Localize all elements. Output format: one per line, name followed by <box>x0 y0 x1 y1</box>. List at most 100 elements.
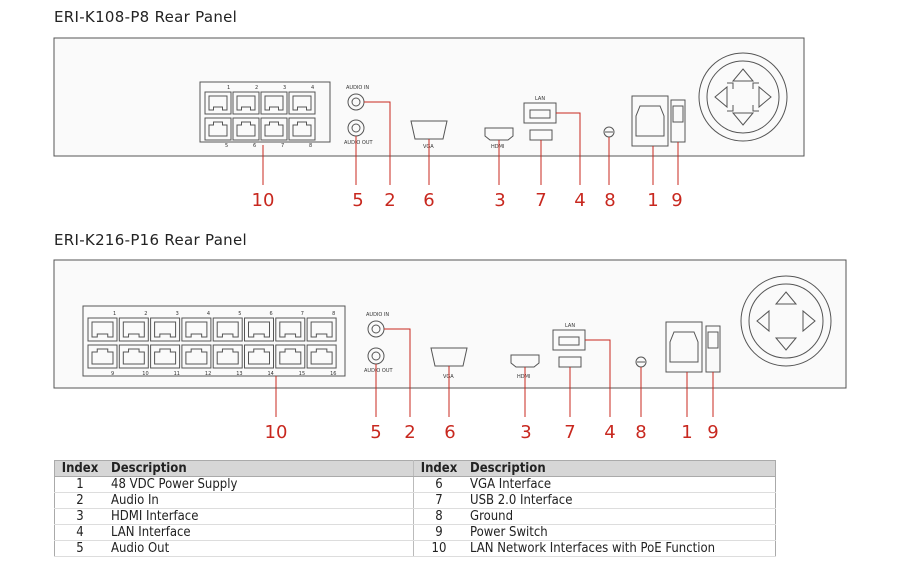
callout-3: 3 <box>494 190 506 211</box>
k216-rj45-port <box>212 344 243 369</box>
k216-rj45-port <box>87 317 118 342</box>
callout-6: 6 <box>423 190 435 211</box>
table-row: 2 Audio In 7 USB 2.0 Interface <box>54 492 776 509</box>
cell-index: 5 <box>54 540 105 557</box>
k108-rj45-port-number: 1 <box>227 85 230 91</box>
k216-rj45-port <box>244 317 274 342</box>
k108-rj45-port-number: 3 <box>283 85 286 91</box>
cell-index: 9 <box>413 524 464 541</box>
rear-panel-diagram: AUDIO IN AUDIO OUT VGA HDMI LAN AUDIO IN… <box>53 37 847 417</box>
cell-description: Audio Out <box>105 540 414 557</box>
k216-rj45-port-number: 8 <box>332 311 335 317</box>
callout-7-p2: 7 <box>564 422 576 443</box>
k216-rj45-port <box>306 317 337 342</box>
table-row: 5 Audio Out 10 LAN Network Interfaces wi… <box>54 540 776 557</box>
callout-8: 8 <box>604 190 616 211</box>
k216-rj45-port <box>275 317 306 342</box>
k108-rj45-port <box>204 91 232 115</box>
table-header-row: Index Description Index Description <box>54 460 776 477</box>
callout-9: 9 <box>671 190 683 211</box>
k216-rj45-port <box>181 344 212 369</box>
panel-title-k216: ERI-K216-P16 Rear Panel <box>54 231 247 249</box>
hdmi-port-2 <box>510 354 540 368</box>
table-row: 4 LAN Interface 9 Power Switch <box>54 524 776 541</box>
callout-2-p2: 2 <box>404 422 416 443</box>
callout-4: 4 <box>574 190 586 211</box>
chassis-k108 <box>53 37 805 157</box>
cell-description: HDMI Interface <box>105 508 414 525</box>
k216-rj45-port <box>212 317 243 342</box>
hdmi-label: HDMI <box>491 144 504 150</box>
panel-title-k108: ERI-K108-P8 Rear Panel <box>54 8 238 26</box>
k216-rj45-port <box>306 344 337 369</box>
callout-1-p2: 1 <box>681 422 693 443</box>
callout-10-p2: 10 <box>264 422 288 443</box>
k216-rj45-port <box>244 344 274 369</box>
callout-8-p2: 8 <box>635 422 647 443</box>
rj45-block-k216 <box>82 305 346 377</box>
k216-rj45-port-number: 7 <box>301 311 304 317</box>
cell-description: Audio In <box>105 492 414 509</box>
rj45-block-k108 <box>199 81 331 143</box>
callout-2: 2 <box>384 190 396 211</box>
header-index-1: Index <box>54 460 105 477</box>
interface-table: Index Description Index Description 1 48… <box>54 460 776 557</box>
callout-1: 1 <box>647 190 659 211</box>
k216-rj45-port <box>181 317 212 342</box>
k216-rj45-port-number: 16 <box>330 371 336 377</box>
cell-description: Ground <box>464 508 776 525</box>
chassis-k216 <box>53 259 847 389</box>
cell-description: LAN Interface <box>105 524 414 541</box>
header-description-1: Description <box>105 460 414 477</box>
cell-index: 10 <box>413 540 464 557</box>
k216-rj45-port-number: 5 <box>238 311 241 317</box>
callout-10: 10 <box>251 190 275 211</box>
k216-rj45-port-number: 10 <box>142 371 148 377</box>
k108-rj45-port-number: 7 <box>281 143 284 149</box>
callout-5: 5 <box>352 190 364 211</box>
callout-4-p2: 4 <box>604 422 616 443</box>
lan-label: LAN <box>535 96 545 102</box>
k216-rj45-port <box>118 317 149 342</box>
power-inlet <box>631 95 669 147</box>
k216-rj45-port-number: 12 <box>205 371 211 377</box>
hdmi-label-2: HDMI <box>517 374 530 380</box>
k216-rj45-port-number: 9 <box>111 371 114 377</box>
cell-description: LAN Network Interfaces with PoE Function <box>464 540 776 557</box>
table-row: 3 HDMI Interface 8 Ground <box>54 508 776 525</box>
cell-description: 48 VDC Power Supply <box>105 476 414 493</box>
k216-rj45-port-number: 1 <box>113 311 116 317</box>
table-row: 1 48 VDC Power Supply 6 VGA Interface <box>54 476 776 493</box>
callout-leaders <box>262 101 714 417</box>
k108-rj45-port <box>232 117 260 141</box>
k108-rj45-port-number: 8 <box>309 143 312 149</box>
k108-rj45-port <box>232 91 260 115</box>
cell-description: USB 2.0 Interface <box>464 492 776 509</box>
k108-rj45-port <box>260 91 288 115</box>
audio-in-label-2: AUDIO IN <box>366 312 389 318</box>
k216-rj45-port <box>118 344 149 369</box>
audio-out-label-2: AUDIO OUT <box>364 368 394 374</box>
cell-description: Power Switch <box>464 524 776 541</box>
lan-label-2: LAN <box>565 323 575 329</box>
callout-5-p2: 5 <box>370 422 382 443</box>
callout-9-p2: 9 <box>707 422 719 443</box>
vga-port <box>410 120 448 140</box>
cell-index: 1 <box>54 476 105 493</box>
k108-rj45-port-number: 5 <box>225 143 228 149</box>
callout-6-p2: 6 <box>444 422 456 443</box>
vga-port-2 <box>430 347 468 367</box>
callout-7: 7 <box>535 190 547 211</box>
k108-rj45-port <box>260 117 288 141</box>
hdmi-port <box>484 127 514 141</box>
cell-index: 7 <box>413 492 464 509</box>
audio-in-label: AUDIO IN <box>346 85 369 91</box>
fan-k216 <box>740 275 832 367</box>
k216-rj45-port <box>275 344 306 369</box>
audio-out-label: AUDIO OUT <box>344 140 374 146</box>
cell-index: 6 <box>413 476 464 493</box>
k216-rj45-port <box>87 344 118 369</box>
k108-rj45-port <box>288 91 316 115</box>
cell-index: 2 <box>54 492 105 509</box>
k216-rj45-port-number: 13 <box>236 371 242 377</box>
